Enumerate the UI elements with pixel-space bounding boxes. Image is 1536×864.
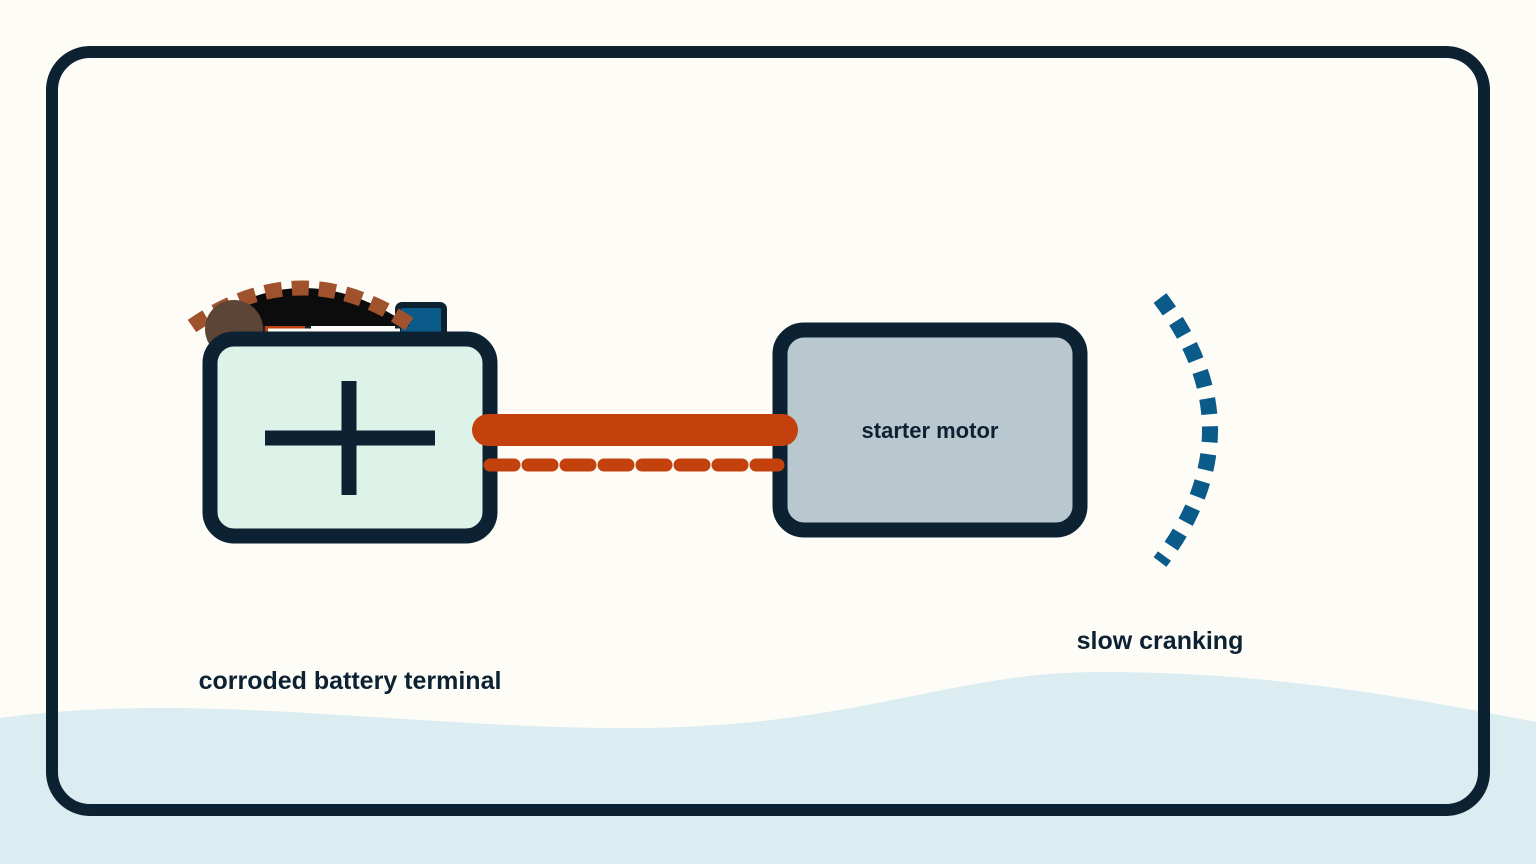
- battery-caption: corroded battery terminal: [199, 667, 502, 695]
- ground-wave: [0, 672, 1536, 864]
- crank-arc-icon: [1153, 293, 1218, 567]
- cranking-caption: slow cranking: [1077, 627, 1244, 655]
- battery-plus-icon: [265, 381, 435, 495]
- frame-border: [46, 46, 1490, 816]
- starter-motor-label: starter motor: [862, 418, 999, 443]
